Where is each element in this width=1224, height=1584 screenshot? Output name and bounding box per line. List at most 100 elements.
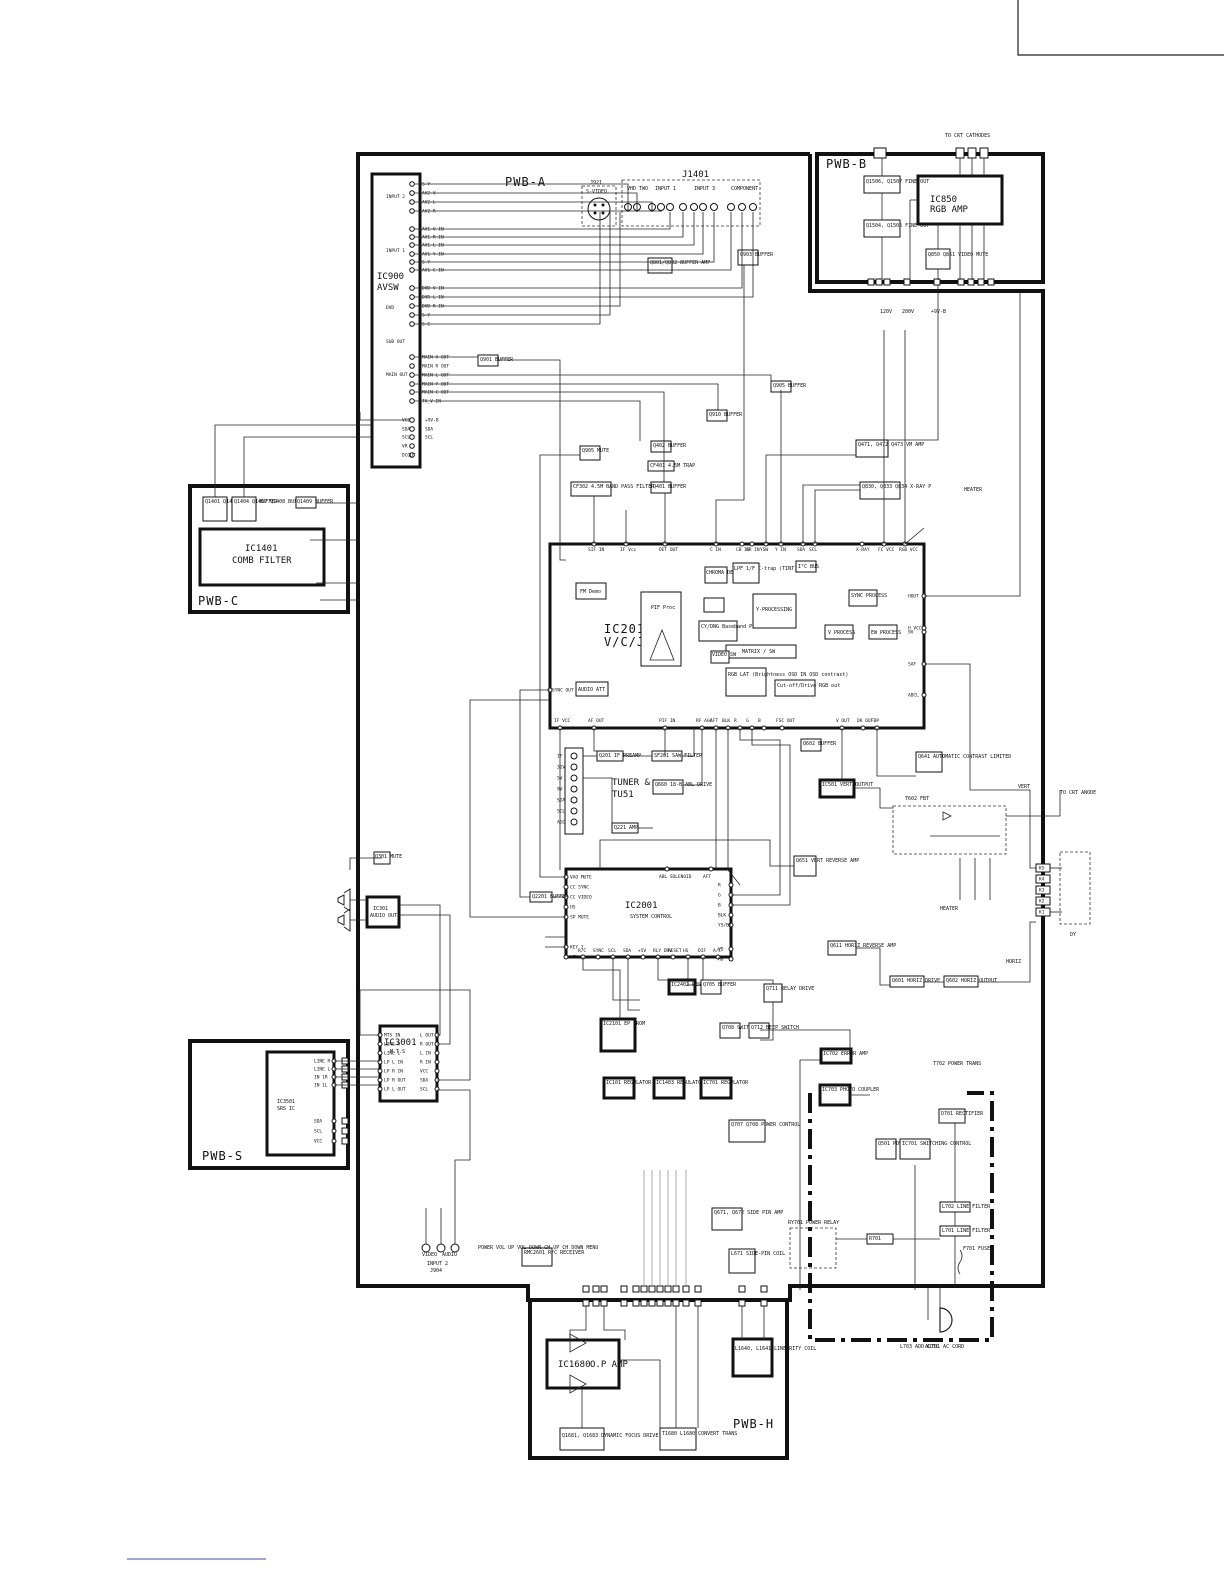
rca-jack-icon: [727, 203, 735, 211]
q708-text: Q708 SWITCH: [722, 1025, 755, 1031]
pwb-b-label: PWB-B: [826, 157, 867, 171]
input3-label: INPUT 3: [694, 186, 715, 192]
ic3001-left-label: LINE R: [384, 1042, 401, 1048]
svideo-pin-icon: [593, 211, 597, 215]
pwb-h-connector-pin: [592, 1299, 600, 1307]
cutoff-box: [774, 679, 816, 697]
pwb-s-connector-pin: [341, 1127, 349, 1135]
power-board-outline: [808, 1091, 994, 1342]
wire: [469, 699, 566, 918]
ic201-side-label: H VCC: [908, 626, 922, 632]
ic2001-left-pin: [563, 954, 569, 960]
ic3001-right-pin: [434, 1068, 440, 1074]
svideo-pin-icon: [601, 211, 605, 215]
rmc-box: [521, 1247, 553, 1267]
wire: [657, 957, 669, 981]
t602-text: T602 FBT: [905, 796, 929, 802]
ic702-text: IC702 ERROR AMP: [823, 1051, 868, 1057]
to-crt-cathodes: TO CRT CATHODES: [945, 133, 990, 139]
ic3001-left-pin: [377, 1041, 383, 1047]
ic900-pin-label: S-Y: [422, 182, 430, 188]
q602h-box: [943, 975, 979, 988]
rca-jack-icon: [749, 203, 757, 211]
v-proc-box: [824, 624, 854, 640]
tuner-pin-node: [570, 774, 578, 782]
ic2001-left-label: KEY 2: [570, 945, 584, 951]
q601-text: Q601 HORIZ DRIVE: [892, 978, 940, 984]
wire: [414, 212, 704, 255]
ic2001-right-label: BLK: [718, 913, 726, 919]
ic2101-box: [599, 1017, 637, 1053]
dy-connector-pin: [1035, 874, 1051, 884]
ic900-pin-label: AV1 Y IN: [422, 252, 444, 258]
ic201-top-label: YSW: [760, 547, 768, 553]
q910-text: Q910 BUFFER: [709, 412, 743, 418]
ic900-pin-label: S-C: [422, 322, 430, 328]
ic3501-pin-label: IN 1L: [314, 1083, 328, 1089]
ic3001-left-pin: [377, 1077, 383, 1083]
ic2001-bot-label: HS: [683, 948, 689, 954]
page-corner-frame: [1017, 0, 1224, 56]
t702-text: T702 POWER TRANS: [933, 1061, 981, 1067]
to-crt-anode: TO CRT ANODE: [1060, 790, 1096, 796]
ic201-bot-label: FSC OUT: [776, 718, 795, 724]
ic201-bot-label: V OUT: [836, 718, 850, 724]
amp-triangle-icon: [649, 628, 675, 661]
q602-text: Q602 BUFFER: [803, 741, 837, 747]
pwb-h-connector-pin: [640, 1299, 648, 1307]
wire: [414, 212, 715, 263]
ic900-pin-label: MAIN L OUT: [422, 373, 449, 379]
wire: [437, 1089, 471, 1244]
lpf-text: LPF 1/F C-trap (TINT): [734, 566, 797, 572]
ic201-top-label: FC VCC: [878, 547, 895, 553]
ic201-name: IC201: [604, 622, 645, 636]
q712-box: [748, 1022, 770, 1039]
rca-jack-icon: [710, 203, 718, 211]
ic3001-name: IC3001: [384, 1038, 417, 1048]
i2c-box: [795, 560, 817, 573]
l1640-box: [731, 1337, 774, 1378]
ic201-top-pin: [739, 541, 745, 547]
ic2001-bot-pin: [640, 954, 646, 960]
ic201-top-label: IF Vcc: [620, 547, 637, 553]
ic3501-box: [265, 1050, 336, 1157]
horiz-label: HORIZ: [1006, 959, 1021, 965]
ic900-pin-label: MAIN Y OUT: [422, 382, 449, 388]
ic2001-bot-pin: [595, 954, 601, 960]
ic201-bot-label: RF AGC: [696, 718, 713, 724]
tuner-pin-node: [570, 807, 578, 815]
ic201-top-label: Y IN: [775, 547, 786, 553]
ic3001-left-label: LP L OUT: [384, 1087, 406, 1093]
ic2001-bot-pin: [715, 954, 721, 960]
pwb-h-connector-pin: [632, 1285, 640, 1293]
vhd-two-label: VHD TWO: [627, 186, 648, 192]
q1409-box: [295, 496, 317, 509]
q611-text: Q611 HORIZ REVERSE AMP: [830, 943, 896, 949]
wire: [414, 212, 611, 316]
q708-box: [719, 1022, 741, 1039]
ic201-top-label: RGB VCC: [899, 547, 918, 553]
q707-text: Q707 Q708 POWER CONTROL: [731, 1122, 800, 1128]
r701-text: R701: [869, 1236, 881, 1242]
wire: [683, 728, 703, 786]
pwb-h-connector-pin: [694, 1285, 702, 1293]
ic900-group-label: SUB OUT: [386, 339, 405, 345]
signal-wires: [214, 158, 1062, 1428]
q1401-box: [202, 496, 228, 522]
ic201-top-label: CR IN: [746, 547, 760, 553]
wire: [924, 291, 1021, 597]
wire: [569, 1306, 587, 1340]
dy-connector-label: K3: [1039, 888, 1045, 894]
ic900-pin-node: [409, 354, 415, 360]
pwb-h-connector-pin: [738, 1285, 746, 1293]
ic900-pin-label: AV1 R IN: [422, 235, 444, 241]
ic201-bot-label: B: [758, 718, 761, 724]
j921-frame: [581, 185, 617, 227]
ic2001-left-label: CC SYNC: [570, 885, 589, 891]
wire: [498, 359, 566, 561]
wire: [583, 777, 613, 823]
ic3001-right-label: R IN: [420, 1060, 431, 1066]
wire: [978, 921, 1036, 983]
tuner-pin-label: AGC: [557, 820, 565, 826]
q301-text: Q301 MUTE: [375, 854, 402, 860]
